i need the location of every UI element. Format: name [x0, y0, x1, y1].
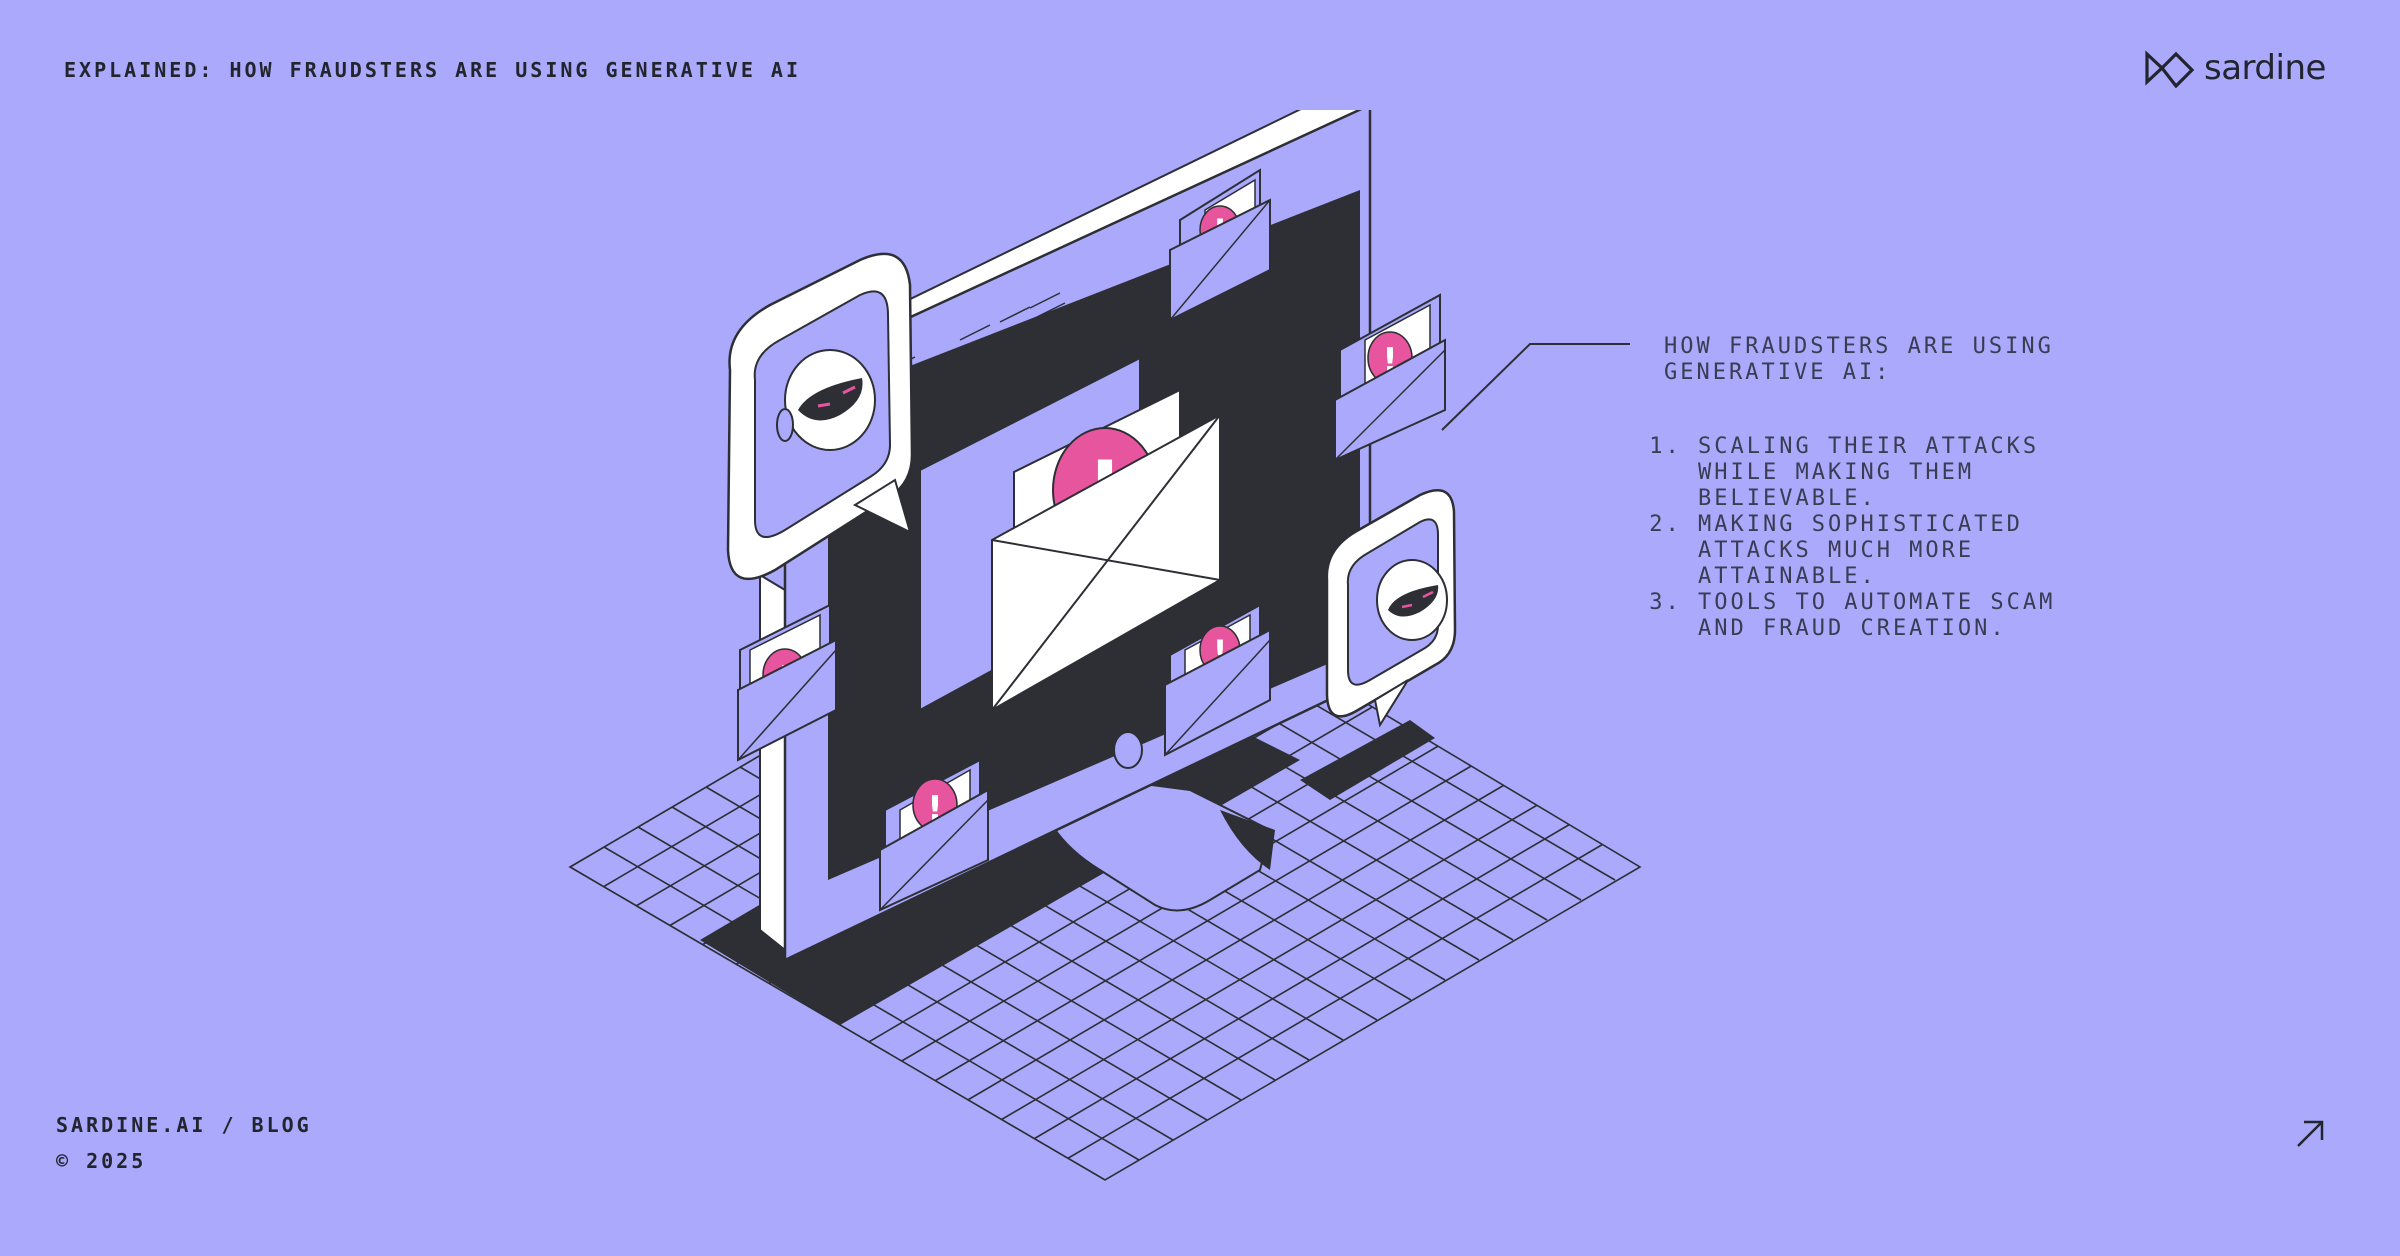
sardine-logo[interactable]: sardine	[2144, 48, 2326, 88]
alert-envelope-left: !	[737, 603, 837, 762]
bot-chat-bubble-right	[1325, 489, 1457, 728]
alert-envelope-center-low: !	[1164, 603, 1271, 757]
fraud-monitor-illustration: ! ! ! ! ! !	[568, 110, 1642, 1181]
alert-envelope-top: !	[1169, 168, 1271, 322]
bot-chat-bubble-left	[726, 252, 914, 581]
list-item: MAKING SOPHISTICATED ATTACKS MUCH MORE A…	[1698, 512, 2104, 590]
alert-envelope-bottom: !	[879, 758, 989, 912]
panel-heading: HOW FRAUDSTERS ARE USING GENERATIVE AI:	[1664, 334, 2054, 385]
fraud-methods-panel: HOW FRAUDSTERS ARE USING GENERATIVE AI: …	[1664, 334, 2104, 642]
central-alert-envelope: !	[919, 356, 1221, 712]
arrow-up-right-icon[interactable]	[2294, 1118, 2326, 1150]
brand-name: sardine	[2204, 48, 2326, 88]
sardine-logo-icon	[2145, 50, 2195, 88]
power-button	[1113, 731, 1143, 769]
footer-site-link[interactable]: SARDINE.AI / BLOG	[56, 1113, 312, 1137]
callout-connector	[1441, 343, 1630, 431]
alert-envelope-right: !	[1334, 293, 1446, 462]
footer-copyright: © 2025	[56, 1149, 147, 1173]
keyboard-shadow	[1300, 720, 1435, 800]
list-item: SCALING THEIR ATTACKS WHILE MAKING THEM …	[1698, 434, 2104, 512]
page-title: EXPLAINED: HOW FRAUDSTERS ARE USING GENE…	[64, 58, 802, 82]
list-item: TOOLS TO AUTOMATE SCAM AND FRAUD CREATIO…	[1698, 590, 2104, 642]
fraud-methods-list: SCALING THEIR ATTACKS WHILE MAKING THEM …	[1664, 434, 2104, 642]
